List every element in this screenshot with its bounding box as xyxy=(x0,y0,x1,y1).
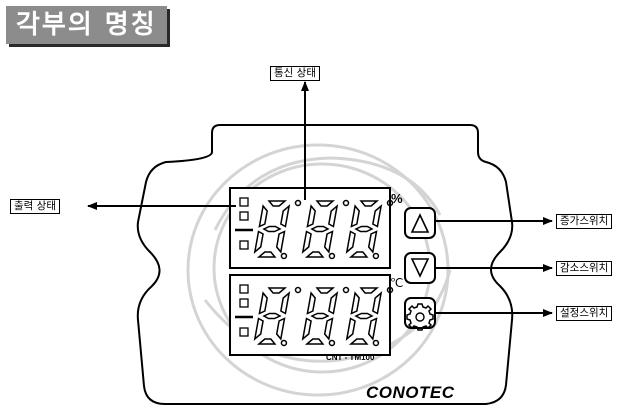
digit-segment xyxy=(348,251,369,258)
digit-decimal-point xyxy=(328,339,336,347)
digit-segment xyxy=(267,200,288,207)
digit-top-dot xyxy=(342,199,350,207)
up-button[interactable] xyxy=(404,207,436,239)
digit-segment xyxy=(350,291,360,315)
digit-segment xyxy=(306,204,316,228)
digit-segment xyxy=(315,200,336,207)
down-switch-label: 감소스위치 xyxy=(556,261,613,276)
digit-segment xyxy=(310,312,330,320)
digit-decimal-point xyxy=(280,339,288,347)
digit-segment xyxy=(354,225,374,233)
digit-segment xyxy=(348,338,369,345)
digit-segment xyxy=(328,291,339,315)
output-status-label: 출력 상태 xyxy=(10,199,60,214)
upper-status-indicators xyxy=(235,197,253,250)
seven-segment-digits xyxy=(253,199,394,347)
digit-segment xyxy=(345,230,356,254)
digit-segment xyxy=(359,287,380,294)
digit-segment xyxy=(258,204,268,228)
digit-segment xyxy=(262,312,282,320)
triangle-up-icon xyxy=(410,213,430,233)
percent-unit: % xyxy=(391,191,403,206)
model-number: CNT - TM100 xyxy=(326,353,375,362)
triangle-down-icon xyxy=(410,258,430,278)
digit-top-dot xyxy=(294,199,302,207)
digit-decimal-point xyxy=(328,252,336,260)
digit-segment xyxy=(275,317,286,341)
down-button[interactable] xyxy=(404,252,436,284)
digit-segment xyxy=(323,230,334,254)
digit-segment xyxy=(262,225,282,233)
gear-icon xyxy=(406,303,434,331)
set-button[interactable] xyxy=(404,297,436,331)
celsius-unit: ℃ xyxy=(390,276,404,290)
digit-segment xyxy=(345,317,356,341)
digit-segment xyxy=(253,317,264,341)
digit-segment xyxy=(310,225,330,233)
digit-segment xyxy=(372,291,383,315)
digit-segment xyxy=(267,287,288,294)
digit-segment xyxy=(301,317,312,341)
digit-decimal-point xyxy=(280,252,288,260)
digit-segment xyxy=(258,291,268,315)
digit-segment xyxy=(280,291,291,315)
digit-segment xyxy=(323,317,334,341)
digit-top-dot xyxy=(342,286,350,294)
digit-decimal-point xyxy=(372,252,380,260)
digit-segment xyxy=(372,204,383,228)
page-heading: 각부의 명칭 xyxy=(6,6,167,44)
device-body xyxy=(136,124,514,405)
digit-top-dot xyxy=(386,286,394,294)
digit-segment xyxy=(253,230,264,254)
up-switch-label: 증가스위치 xyxy=(556,214,613,229)
digit-top-dot xyxy=(386,199,394,207)
digit-segment xyxy=(304,251,325,258)
digit-segment xyxy=(256,251,277,258)
digit-segment xyxy=(306,291,316,315)
digit-segment xyxy=(256,338,277,345)
digit-segment xyxy=(304,338,325,345)
digit-segment xyxy=(367,230,378,254)
digit-segment xyxy=(328,204,339,228)
digit-segment xyxy=(367,317,378,341)
digit-top-dot xyxy=(294,286,302,294)
digit-segment xyxy=(350,204,360,228)
digit-segment xyxy=(275,230,286,254)
comm-status-label: 통신 상태 xyxy=(270,66,320,81)
digit-segment xyxy=(280,204,291,228)
brand-logo: CONOTEC xyxy=(366,383,455,402)
set-switch-label: 설정스위치 xyxy=(556,306,613,321)
digit-segment xyxy=(359,200,380,207)
digit-segment xyxy=(301,230,312,254)
digit-decimal-point xyxy=(372,339,380,347)
digit-segment xyxy=(315,287,336,294)
digit-segment xyxy=(354,312,374,320)
gear-center xyxy=(415,312,425,322)
lower-status-indicators xyxy=(235,284,253,337)
